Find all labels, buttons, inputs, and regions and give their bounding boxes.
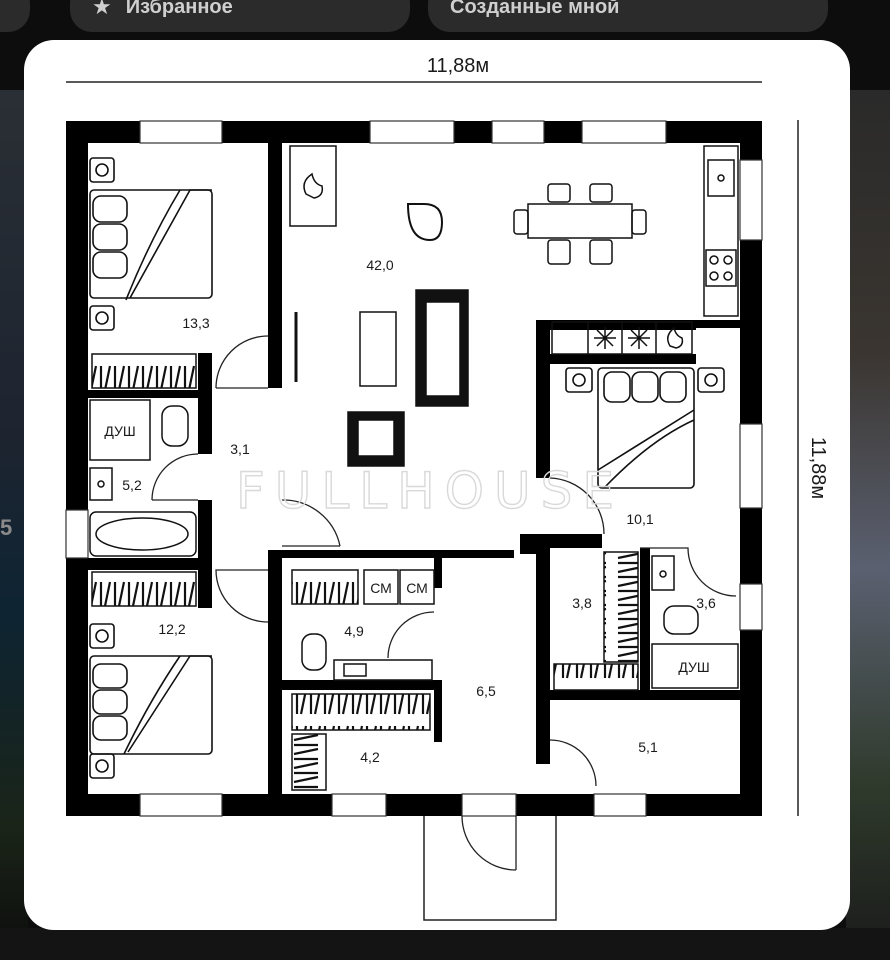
washing-machines: СМ СМ <box>363 569 435 605</box>
room-bathroom-left-area: 5,2 <box>122 477 142 493</box>
room-storage-area: 4,2 <box>360 749 380 765</box>
filter-pill-menu[interactable] <box>0 0 30 32</box>
windows <box>65 120 763 817</box>
filter-pill-created-by-me[interactable]: Созданные мной <box>428 0 828 32</box>
room-laundry-area: 4,9 <box>344 623 364 639</box>
room-hall-left-area: 3,1 <box>230 441 250 457</box>
watermark: FULLHOUSE <box>236 462 624 520</box>
living-furniture <box>294 203 469 467</box>
room-vestibule-area: 5,1 <box>638 739 658 755</box>
dimension-height-label: 11,88м <box>807 437 829 499</box>
kitchen <box>551 145 739 355</box>
top-filter-bar: ★ Избранное Созданные мной <box>0 0 890 34</box>
bathroom-right-fixtures: ДУШ <box>651 555 739 689</box>
room-bedroom-top-left-area: 13,3 <box>182 315 209 331</box>
dining-table <box>513 183 647 265</box>
dimension-width-label: 11,88м <box>427 55 489 77</box>
room-corridor-area: 6,5 <box>476 683 496 699</box>
bed-bottom-left <box>89 623 213 779</box>
porch <box>423 811 557 921</box>
door-swings <box>151 335 737 871</box>
bed-top-left <box>89 157 213 331</box>
bed-right <box>565 367 725 489</box>
washing-machine-1-label: СМ <box>370 580 392 596</box>
floor-plan: 11,88м 11,88м <box>65 55 829 921</box>
star-icon: ★ <box>92 0 112 19</box>
shower-left-label: ДУШ <box>104 423 135 439</box>
washing-machine-2-label: СМ <box>406 580 428 596</box>
room-labels: 42,0 13,3 3,1 5,2 12,2 4,9 4,2 6,5 10,1 … <box>122 257 716 765</box>
filter-pill-favorites[interactable]: ★ Избранное <box>70 0 410 32</box>
background-edge-number: 5 <box>0 515 13 540</box>
room-bedroom-right-area: 10,1 <box>626 511 653 527</box>
fireplace <box>289 145 337 227</box>
shower-right-label: ДУШ <box>678 659 709 675</box>
wardrobes <box>91 353 639 791</box>
background-photo-left <box>0 90 28 960</box>
bathroom-left-fixtures: ДУШ <box>89 399 197 557</box>
room-living-area: 42,0 <box>366 257 393 273</box>
laundry-fixtures <box>301 633 433 681</box>
filter-pill-favorites-label: Избранное <box>125 0 233 18</box>
room-bedroom-bottom-left-area: 12,2 <box>158 621 185 637</box>
background-photo-right <box>846 90 890 960</box>
floor-plan-card[interactable]: 11,88м 11,88м <box>24 40 850 930</box>
dimension-right: 11,88м <box>797 120 829 816</box>
filter-pill-created-label: Созданные мной <box>450 0 620 18</box>
room-bathroom-right-area: 3,6 <box>696 595 716 611</box>
room-wardrobe-right-area: 3,8 <box>572 595 592 611</box>
dimension-top: 11,88м <box>66 55 762 83</box>
background-bottom <box>0 928 890 960</box>
interior-walls <box>88 143 740 794</box>
